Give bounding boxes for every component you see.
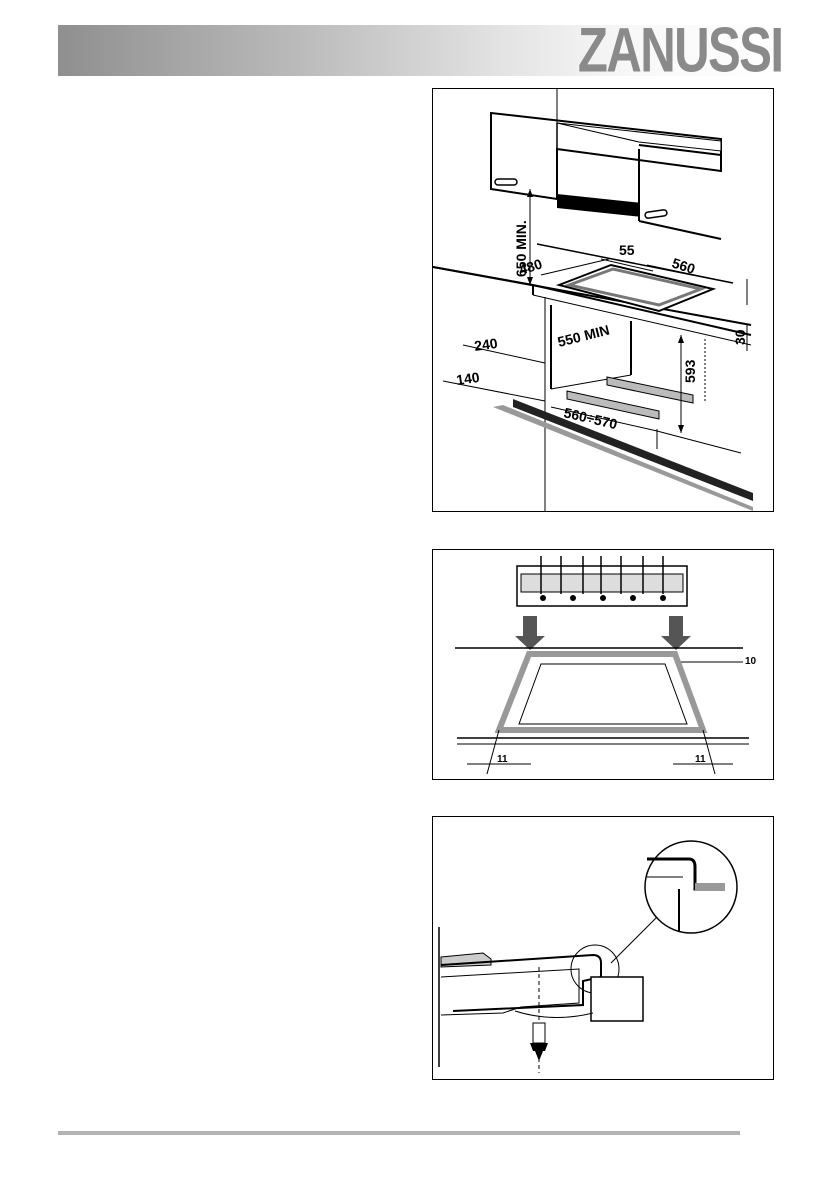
brand-logo: ZANUSSI — [577, 14, 784, 86]
dim-650-min: 650 MIN. — [513, 220, 529, 277]
dim-480: 480 — [517, 255, 544, 278]
figure-clamp-detail — [432, 816, 774, 1080]
dim-593: 593 — [682, 359, 698, 383]
dim-11-left: 11 — [497, 754, 508, 765]
dim-550-min: 550 MIN — [556, 322, 611, 350]
dim-30: 30 — [732, 329, 748, 345]
dim-140: 140 — [455, 369, 481, 388]
figure-hob-insertion: 10 11 11 — [432, 549, 774, 780]
figure-installation-dimensions: 650 MIN. 480 55 560 30 550 MIN 240 140 5… — [432, 88, 774, 512]
dim-560: 560 — [670, 255, 697, 278]
header-band — [58, 25, 782, 76]
dim-11-right: 11 — [695, 754, 706, 765]
dim-55: 55 — [619, 242, 635, 258]
footer-rule — [58, 1131, 740, 1135]
dim-10: 10 — [745, 656, 757, 667]
dim-240: 240 — [473, 335, 499, 354]
